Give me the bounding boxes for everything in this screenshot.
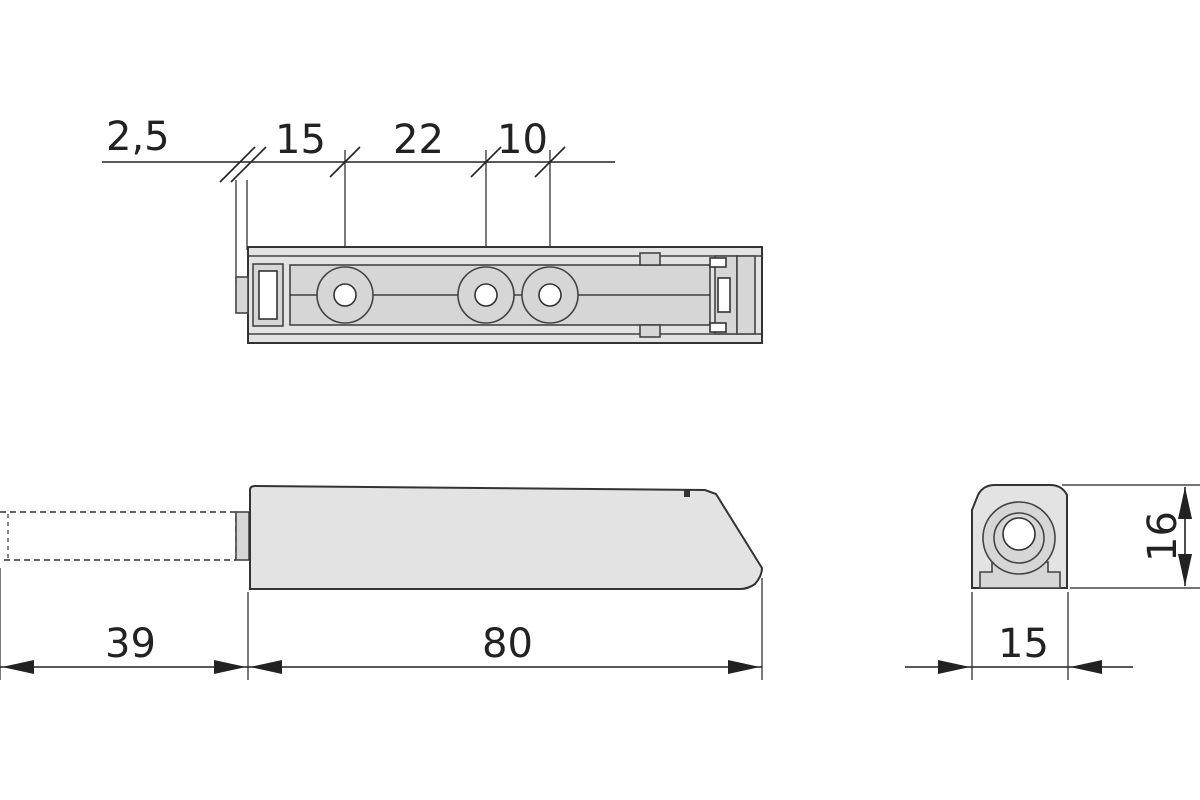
dimension-tick <box>230 146 267 183</box>
dimension-arrow <box>1178 487 1192 519</box>
end-view: 16 15 <box>905 484 1200 680</box>
top-view: 2,5 15 22 10 <box>102 114 763 344</box>
side-marker <box>684 490 690 497</box>
dim-15-width: 15 <box>998 621 1049 667</box>
dimension-arrow <box>728 660 760 674</box>
latch-tab <box>639 252 661 266</box>
dimension-arrow <box>1178 554 1192 586</box>
clip-notch <box>709 257 727 268</box>
plunger-extended <box>0 511 237 561</box>
dimension-tick <box>329 146 361 178</box>
latch-tab <box>639 324 661 338</box>
screw-hole <box>333 283 357 307</box>
right-cap <box>736 255 756 335</box>
dim-16: 16 <box>1140 511 1186 562</box>
left-pocket-slot <box>258 270 278 320</box>
plunger-collar <box>235 511 250 561</box>
dimension-arrow <box>214 660 246 674</box>
dimension-tick <box>219 146 256 183</box>
dim-22: 22 <box>393 117 444 163</box>
clip-notch <box>709 322 727 333</box>
dim-10: 10 <box>497 117 548 163</box>
dimension-arrow <box>1070 660 1102 674</box>
side-view: 39 80 <box>0 484 764 680</box>
dim-39: 39 <box>105 621 156 667</box>
dim-80: 80 <box>482 621 533 667</box>
plunger-stub <box>235 276 249 314</box>
dimension-arrow <box>250 660 282 674</box>
dimension-tick <box>534 146 566 178</box>
dimension-tick <box>470 146 502 178</box>
dimension-arrow <box>938 660 970 674</box>
end-view-plunger <box>1002 517 1036 551</box>
dimension-arrow <box>2 660 34 674</box>
screw-hole <box>474 283 498 307</box>
dim-15: 15 <box>275 117 326 163</box>
dim-2-5: 2,5 <box>106 114 170 160</box>
right-end-slot <box>717 277 731 313</box>
screw-hole <box>538 283 562 307</box>
housing-side-profile <box>249 484 764 590</box>
